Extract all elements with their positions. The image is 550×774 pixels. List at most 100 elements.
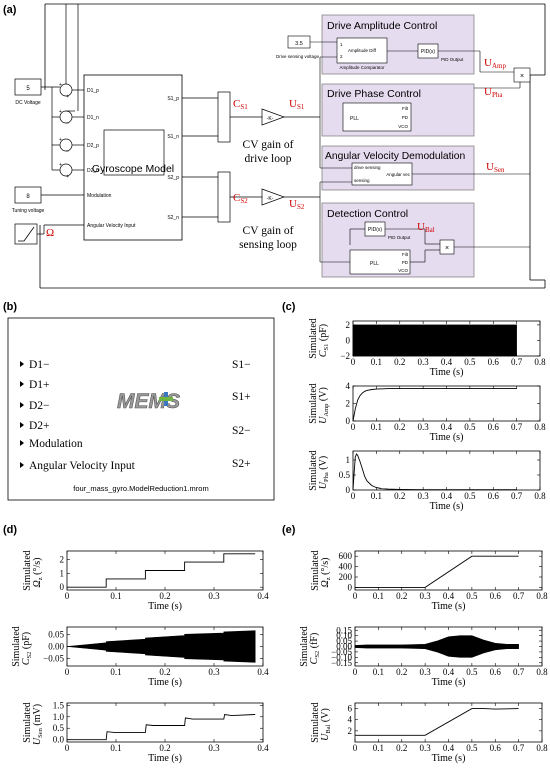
x-tick-label: 0.4 bbox=[441, 357, 453, 367]
x-tick-label: 0 bbox=[353, 591, 358, 601]
x-tick-label: 0.4 bbox=[441, 422, 453, 432]
mrom-input-d1-plus: D1+ bbox=[29, 379, 50, 391]
y-tick-label: −0.05 bbox=[43, 654, 64, 664]
gyro-out-port-4: S2_n bbox=[167, 215, 179, 221]
demod-out: Angular vec bbox=[386, 172, 411, 177]
y-axis-label-bottom: CS2 (pF) bbox=[21, 632, 33, 665]
y-tick-label: 0 bbox=[60, 582, 65, 592]
series-line bbox=[352, 453, 517, 491]
panel-b-mrom-block: D1− D1+ D2− D2+ Modulation Angular Veloc… bbox=[7, 317, 275, 501]
x-tick-label: 0.2 bbox=[159, 591, 170, 601]
y-axis-label-top: Simulated bbox=[22, 550, 33, 591]
det-pid-label: PID(s) bbox=[368, 227, 383, 233]
y-axis-label-bottom: Ωz (°/s) bbox=[320, 558, 332, 588]
demod-in-drive: drive sensing bbox=[354, 165, 381, 170]
panel-a-label: (a) bbox=[3, 4, 17, 16]
y-axis-label-bottom: UPha (V) bbox=[318, 456, 330, 489]
x-axis-label: Time (s) bbox=[430, 367, 464, 378]
mrom-output-s2-plus: S2+ bbox=[232, 458, 251, 470]
x-tick-label: 0.5 bbox=[466, 667, 478, 677]
y-tick-label: 2 bbox=[346, 399, 351, 409]
gyro-in-port-1: D1_p bbox=[87, 88, 99, 94]
y-tick-label: 0.00 bbox=[336, 642, 352, 652]
y-axis-label-top: Simulated bbox=[308, 383, 319, 424]
x-tick-label: 0.6 bbox=[488, 357, 500, 367]
mrom-output-s1-plus: S1+ bbox=[232, 391, 251, 403]
x-axis-label: Time (s) bbox=[430, 432, 464, 443]
x-tick-label: 0 bbox=[353, 743, 358, 753]
chart-frame bbox=[354, 702, 543, 743]
amp-pid-output: PID Output bbox=[441, 57, 464, 62]
x-tick-label: 0.6 bbox=[490, 743, 502, 753]
drive-amplitude-title: Drive Amplitude Control bbox=[327, 20, 437, 32]
x-tick-label: 0.6 bbox=[490, 591, 502, 601]
x-tick-label: 0.7 bbox=[513, 591, 525, 601]
y-axis-label-top: Simulated bbox=[308, 318, 319, 359]
comparator-in1: 1 bbox=[340, 42, 343, 47]
x-tick-label: 0.4 bbox=[441, 491, 453, 501]
amp-pid-label: PID(s) bbox=[421, 49, 436, 55]
x-tick-label: 0.4 bbox=[257, 667, 269, 677]
x-axis-label: Time (s) bbox=[148, 601, 182, 612]
panel-d-label: (d) bbox=[3, 524, 17, 536]
x-tick-label: 0 bbox=[351, 491, 356, 501]
s1-difference-block bbox=[217, 91, 231, 143]
y-tick-label: −0.15 bbox=[331, 658, 352, 668]
y-tick-label: 2 bbox=[60, 554, 65, 564]
y-tick-label: 1.5 bbox=[53, 700, 65, 710]
mrom-input-d2-plus: D2+ bbox=[29, 420, 50, 432]
x-tick-label: 0.3 bbox=[418, 357, 430, 367]
det-pll-port-filt: Filt bbox=[402, 252, 409, 257]
y-tick-label: 0.0 bbox=[53, 735, 65, 745]
drive-sensing-const: 3.5 bbox=[295, 41, 303, 47]
x-tick-label: 0.1 bbox=[371, 357, 382, 367]
detection-title: Detection Control bbox=[327, 208, 408, 220]
mrom-output-s2-minus: S2− bbox=[232, 425, 251, 437]
mems-logo: MEMS bbox=[117, 390, 180, 413]
x-axis-label: Time (s) bbox=[430, 501, 464, 512]
x-tick-label: 0.3 bbox=[420, 743, 432, 753]
x-tick-label: 0.4 bbox=[257, 591, 269, 601]
cv-drive-line1: CV gain of bbox=[243, 139, 294, 151]
panel-e-label: (e) bbox=[282, 524, 296, 536]
amplitude-comparator-caption: Amplitude Comparator bbox=[339, 65, 385, 70]
y-tick-label: −0.10 bbox=[331, 652, 352, 662]
x-tick-label: 0.1 bbox=[110, 591, 121, 601]
x-tick-label: 0 bbox=[65, 591, 70, 601]
x-tick-label: 0.3 bbox=[208, 743, 220, 753]
x-tick-label: 0.1 bbox=[373, 591, 384, 601]
x-tick-label: 0.2 bbox=[396, 743, 407, 753]
gyroscope-model-inner-box bbox=[103, 129, 165, 176]
sense-gain-text: -K- bbox=[267, 196, 274, 202]
x-tick-label: 0 bbox=[65, 667, 70, 677]
amp-multiplier-block bbox=[513, 67, 531, 83]
x-tick-label: 0.8 bbox=[536, 667, 548, 677]
y-axis-label-bottom: UAmp (V) bbox=[318, 387, 330, 424]
chart-frame bbox=[354, 550, 543, 591]
ramp-icon bbox=[18, 226, 35, 242]
omega-label: Ω bbox=[46, 227, 54, 239]
sum-sign-3: + bbox=[59, 137, 62, 143]
x-tick-label: 0.4 bbox=[443, 591, 455, 601]
x-tick-label: 0.1 bbox=[373, 667, 384, 677]
x-tick-label: 0.1 bbox=[110, 743, 121, 753]
y-tick-label: 0 bbox=[348, 582, 353, 592]
y-tick-label: 600 bbox=[339, 551, 353, 561]
x-tick-label: 0.1 bbox=[110, 667, 121, 677]
y-tick-label: 6 bbox=[348, 704, 353, 714]
mrom-input-d2-minus: D2− bbox=[29, 400, 50, 412]
chart-frame bbox=[352, 385, 541, 422]
x-tick-label: 0.7 bbox=[511, 491, 523, 501]
x-tick-label: 0.7 bbox=[513, 667, 525, 677]
gyro-out-port-2: S1_n bbox=[167, 134, 179, 140]
x-tick-label: 0.3 bbox=[208, 667, 220, 677]
demod-in-sense: sensing bbox=[354, 178, 370, 183]
drive-pll-port-pd: PD bbox=[402, 115, 409, 120]
x-tick-label: 0.8 bbox=[536, 591, 548, 601]
mrom-block-frame bbox=[7, 317, 275, 501]
